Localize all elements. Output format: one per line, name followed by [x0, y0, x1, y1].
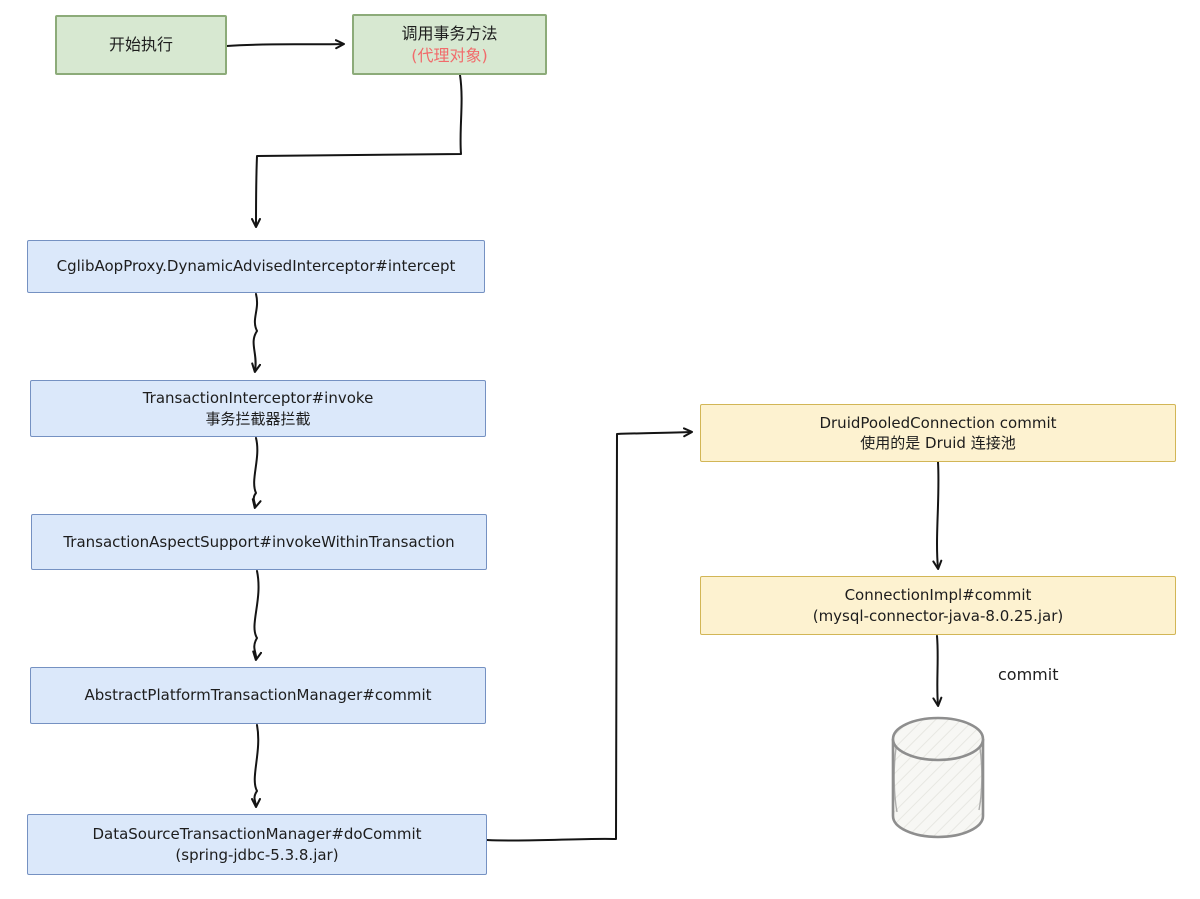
node-datasource-transaction-manager-subtitle: (spring-jdbc-5.3.8.jar) — [175, 845, 339, 864]
node-druid-pooled-connection-title: DruidPooledConnection commit — [819, 413, 1057, 432]
connector-druid-to-connectionimpl — [932, 461, 943, 570]
node-call-transaction-method: 调用事务方法 (代理对象) — [352, 14, 547, 75]
node-call-transaction-method-title: 调用事务方法 — [401, 23, 498, 43]
node-connection-impl-subtitle: (mysql-connector-java-8.0.25.jar) — [812, 606, 1064, 625]
connector-platform-to-datasource — [250, 724, 261, 808]
node-datasource-transaction-manager: DataSourceTransactionManager#doCommit (s… — [27, 814, 487, 875]
node-transaction-interceptor: TransactionInterceptor#invoke 事务拦截器拦截 — [30, 380, 486, 437]
node-connection-impl: ConnectionImpl#commit (mysql-connector-j… — [700, 576, 1176, 635]
connector-connectionimpl-to-database — [932, 635, 943, 707]
database-icon — [891, 716, 985, 839]
node-cglib-intercept: CglibAopProxy.DynamicAdvisedInterceptor#… — [27, 240, 485, 293]
node-transaction-aspect-support: TransactionAspectSupport#invokeWithinTra… — [31, 514, 487, 570]
connector-call-to-cglib — [251, 74, 463, 228]
node-abstract-platform-transaction-manager: AbstractPlatformTransactionManager#commi… — [30, 667, 486, 724]
node-druid-pooled-connection: DruidPooledConnection commit 使用的是 Druid … — [700, 404, 1176, 462]
node-start: 开始执行 — [55, 15, 227, 75]
connector-datasource-to-druid — [486, 427, 693, 842]
database-commit-label: commit — [998, 665, 1059, 684]
connector-interceptor-to-aspect — [251, 437, 262, 509]
node-connection-impl-title: ConnectionImpl#commit — [844, 586, 1032, 605]
node-transaction-aspect-support-title: TransactionAspectSupport#invokeWithinTra… — [63, 532, 455, 551]
node-call-transaction-method-subtitle: (代理对象) — [411, 45, 488, 65]
node-transaction-interceptor-subtitle: 事务拦截器拦截 — [205, 409, 311, 428]
connector-aspect-to-platform — [252, 570, 263, 661]
node-abstract-platform-transaction-manager-title: AbstractPlatformTransactionManager#commi… — [84, 686, 432, 705]
node-transaction-interceptor-title: TransactionInterceptor#invoke — [142, 389, 374, 408]
node-druid-pooled-connection-subtitle: 使用的是 Druid 连接池 — [860, 434, 1016, 452]
node-cglib-intercept-title: CglibAopProxy.DynamicAdvisedInterceptor#… — [56, 257, 456, 276]
node-start-label: 开始执行 — [108, 35, 173, 55]
connector-start-to-call — [226, 39, 345, 50]
node-datasource-transaction-manager-title: DataSourceTransactionManager#doCommit — [92, 825, 422, 844]
connector-cglib-to-interceptor — [251, 293, 262, 373]
